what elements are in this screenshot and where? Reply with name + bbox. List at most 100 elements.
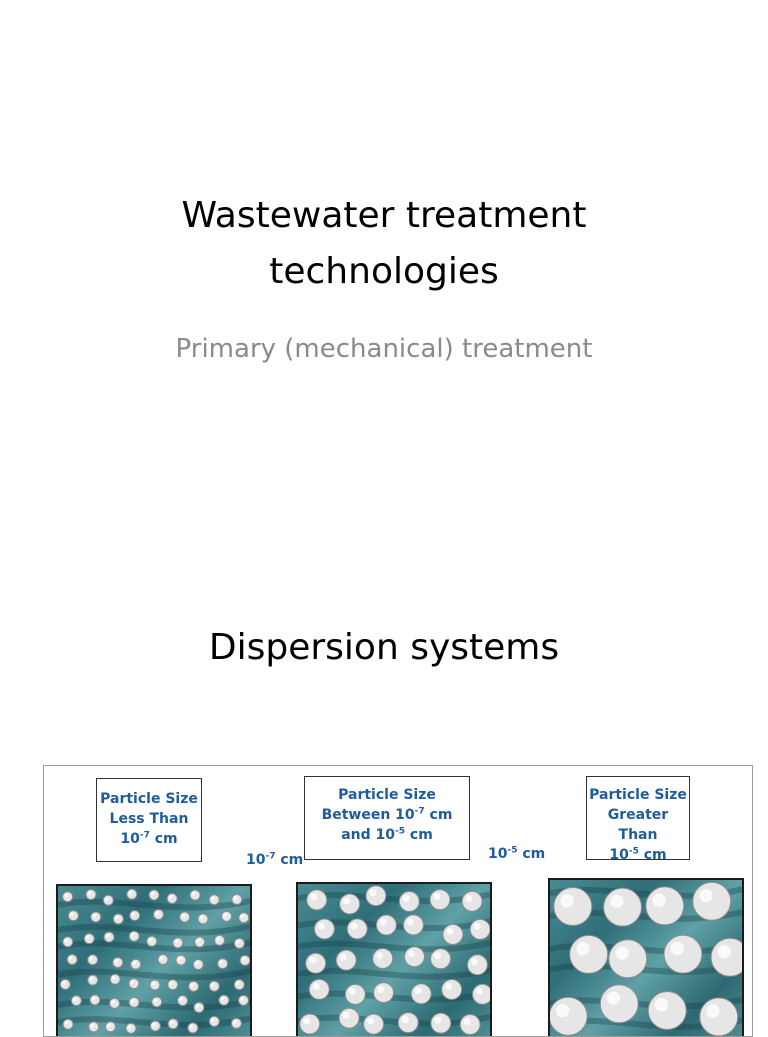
- particle-highlight: [179, 997, 183, 1001]
- boundary-label-1: 10-7 cm: [246, 851, 304, 868]
- particle-highlight: [606, 991, 621, 1005]
- particle-highlight: [131, 912, 135, 916]
- particle: [62, 936, 74, 948]
- particle: [344, 983, 366, 1005]
- particle: [129, 910, 141, 922]
- particle-highlight: [195, 961, 199, 965]
- particle-highlight: [155, 911, 159, 915]
- particle: [233, 979, 245, 991]
- particle-highlight: [219, 960, 223, 964]
- particle: [208, 894, 220, 906]
- dispersion-figure: Particle Size Less Than 10-7 cm Particle…: [43, 765, 753, 1037]
- particle: [335, 949, 357, 971]
- particle: [208, 980, 220, 992]
- particle-highlight: [414, 987, 422, 995]
- particle-highlight: [64, 938, 69, 943]
- particle-highlight: [189, 1024, 194, 1029]
- particle: [608, 939, 648, 979]
- particle: [663, 934, 703, 974]
- particle-highlight: [445, 982, 453, 990]
- particle: [177, 995, 189, 1007]
- particle: [153, 908, 165, 920]
- particle: [430, 948, 452, 970]
- particle-highlight: [64, 893, 68, 897]
- particle: [237, 994, 249, 1006]
- particle: [149, 1020, 161, 1032]
- particle-highlight: [150, 891, 155, 896]
- particle-highlight: [114, 959, 119, 963]
- particle-highlight: [91, 996, 96, 1001]
- particle: [157, 953, 169, 965]
- particle-highlight: [223, 913, 227, 917]
- particle-highlight: [473, 922, 481, 930]
- particle: [112, 956, 124, 968]
- particle-highlight: [615, 946, 629, 960]
- title-line-2: technologies: [269, 251, 499, 292]
- particle: [231, 893, 243, 905]
- particle-highlight: [105, 933, 110, 938]
- particle: [469, 918, 490, 940]
- particle: [429, 889, 451, 911]
- particle-highlight: [73, 997, 77, 1001]
- particle-highlight: [153, 998, 158, 1003]
- particle-highlight: [654, 998, 669, 1012]
- particle-highlight: [159, 956, 164, 960]
- particle-highlight: [148, 938, 153, 942]
- particle: [461, 890, 483, 912]
- particle-highlight: [169, 981, 174, 985]
- particle: [105, 1021, 117, 1033]
- particle: [233, 937, 245, 949]
- particle: [403, 946, 425, 968]
- particle: [102, 894, 114, 906]
- particle-highlight: [152, 1022, 156, 1027]
- particle: [197, 913, 209, 925]
- particle-highlight: [195, 1004, 200, 1008]
- particle-highlight: [105, 896, 109, 901]
- particle: [410, 983, 432, 1005]
- particle-highlight: [402, 895, 410, 903]
- particle-highlight: [174, 939, 179, 944]
- slide-2-title: Dispersion systems: [208, 627, 560, 668]
- particle: [466, 954, 488, 976]
- particle: [87, 954, 99, 966]
- particle: [430, 1012, 452, 1034]
- particle-highlight: [211, 1018, 215, 1022]
- particle-highlight: [111, 976, 116, 980]
- particle: [397, 1012, 419, 1034]
- particle: [372, 947, 394, 969]
- boundary-label-2: 10-5 cm: [488, 845, 546, 862]
- particle-highlight: [343, 897, 351, 905]
- particle-highlight: [241, 957, 246, 961]
- particle-highlight: [303, 1017, 311, 1025]
- particle-highlight: [470, 958, 478, 966]
- particle-highlight: [199, 915, 204, 920]
- particle: [306, 889, 328, 911]
- particle: [70, 995, 82, 1007]
- particle-highlight: [348, 987, 356, 995]
- particle: [305, 952, 327, 974]
- particle-highlight: [560, 894, 574, 908]
- large-particles: [550, 881, 742, 1036]
- particle: [308, 978, 330, 1000]
- particle: [599, 984, 639, 1024]
- particle-highlight: [610, 894, 624, 909]
- particle: [90, 911, 102, 923]
- particle-highlight: [220, 996, 225, 1001]
- particle-highlight: [169, 1020, 174, 1025]
- particle-highlight: [68, 956, 73, 960]
- particle-highlight: [465, 894, 473, 902]
- particle: [66, 953, 78, 965]
- particle: [442, 923, 464, 945]
- particle-highlight: [377, 986, 385, 994]
- particle: [151, 996, 163, 1008]
- particle-highlight: [236, 940, 240, 944]
- particle: [363, 1013, 385, 1035]
- particle-highlight: [92, 913, 97, 918]
- particle: [313, 918, 335, 940]
- particle-highlight: [367, 1017, 375, 1025]
- particle-highlight: [339, 953, 347, 961]
- particle-highlight: [233, 896, 238, 900]
- particle-highlight: [379, 918, 387, 926]
- particle: [167, 979, 179, 991]
- particle: [148, 889, 160, 901]
